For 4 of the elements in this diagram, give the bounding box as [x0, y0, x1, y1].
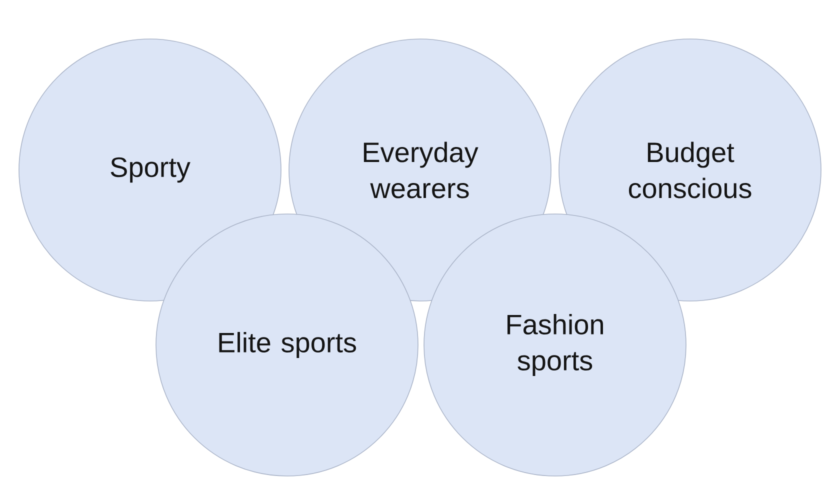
circle-node: Sporty: [18, 38, 282, 302]
circle-node: Elite sports: [156, 214, 418, 476]
circle-node: Fashion sports: [424, 214, 686, 476]
circle-node: Budget conscious: [558, 38, 822, 302]
